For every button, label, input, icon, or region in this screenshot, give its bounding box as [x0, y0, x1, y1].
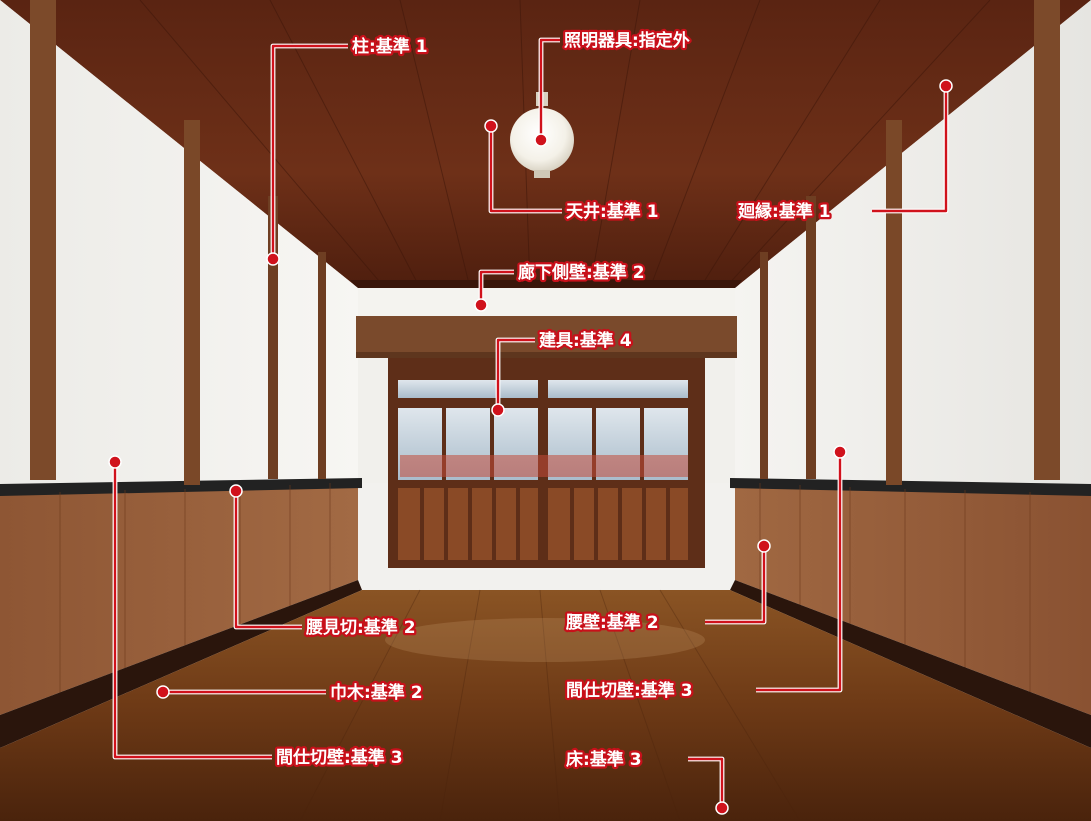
leader-line: [872, 86, 948, 213]
marker-dot: [939, 79, 953, 93]
marker-dot: [534, 133, 548, 147]
callout-veranda: 廻縁:基準 1: [735, 79, 953, 224]
callout-partition-wall-right: 間仕切壁:基準 3: [564, 445, 847, 703]
leader-line: [539, 38, 560, 140]
callout-baseboard: 巾木:基準 2: [156, 680, 425, 705]
marker-dot: [229, 484, 243, 498]
callout-wainscot-edge: 腰見切:基準 2: [229, 484, 418, 640]
marker-dot: [833, 445, 847, 459]
marker-dot: [715, 801, 729, 815]
label-baseboard: 巾木:基準 2: [330, 682, 423, 703]
callout-lighting: 照明器具:指定外: [534, 28, 692, 147]
label-wainscot-edge: 腰見切:基準 2: [306, 617, 416, 638]
callout-pillar: 柱:基準 1: [266, 34, 430, 266]
marker-dot: [156, 685, 170, 699]
label-partition-wall-left: 間仕切壁:基準 3: [276, 747, 403, 768]
marker-dot: [474, 298, 488, 312]
label-corridor-side-wall: 廊下側壁:基準 2: [518, 262, 645, 283]
label-fittings: 建具:基準 4: [539, 330, 632, 351]
leader-line: [756, 452, 842, 692]
label-floor: 床:基準 3: [566, 749, 642, 770]
label-ceiling: 天井:基準 1: [566, 201, 659, 222]
leader-line: [479, 270, 514, 305]
marker-dot: [757, 539, 771, 553]
callout-corridor-side-wall: 廊下側壁:基準 2: [474, 260, 647, 312]
leader-line: [688, 757, 724, 808]
marker-dot: [484, 119, 498, 133]
leader-line: [271, 44, 348, 259]
marker-dot: [108, 455, 122, 469]
label-lighting: 照明器具:指定外: [564, 30, 690, 51]
callout-ceiling: 天井:基準 1: [484, 119, 661, 224]
callout-wainscot-wall: 腰壁:基準 2: [564, 539, 771, 635]
leader-line: [113, 462, 272, 759]
marker-dot: [266, 252, 280, 266]
leader-line: [705, 546, 766, 624]
label-partition-wall-right: 間仕切壁:基準 3: [566, 680, 693, 701]
callout-floor: 床:基準 3: [564, 747, 729, 815]
leader-line: [234, 491, 302, 629]
label-veranda: 廻縁:基準 1: [737, 201, 831, 222]
label-pillar: 柱:基準 1: [352, 36, 428, 57]
leader-line: [496, 338, 535, 410]
marker-dot: [491, 403, 505, 417]
callout-fittings: 建具:基準 4: [491, 328, 634, 417]
callout-partition-wall-left: 間仕切壁:基準 3: [108, 455, 405, 770]
leader-line: [489, 126, 562, 213]
label-wainscot-wall: 腰壁:基準 2: [566, 612, 659, 633]
